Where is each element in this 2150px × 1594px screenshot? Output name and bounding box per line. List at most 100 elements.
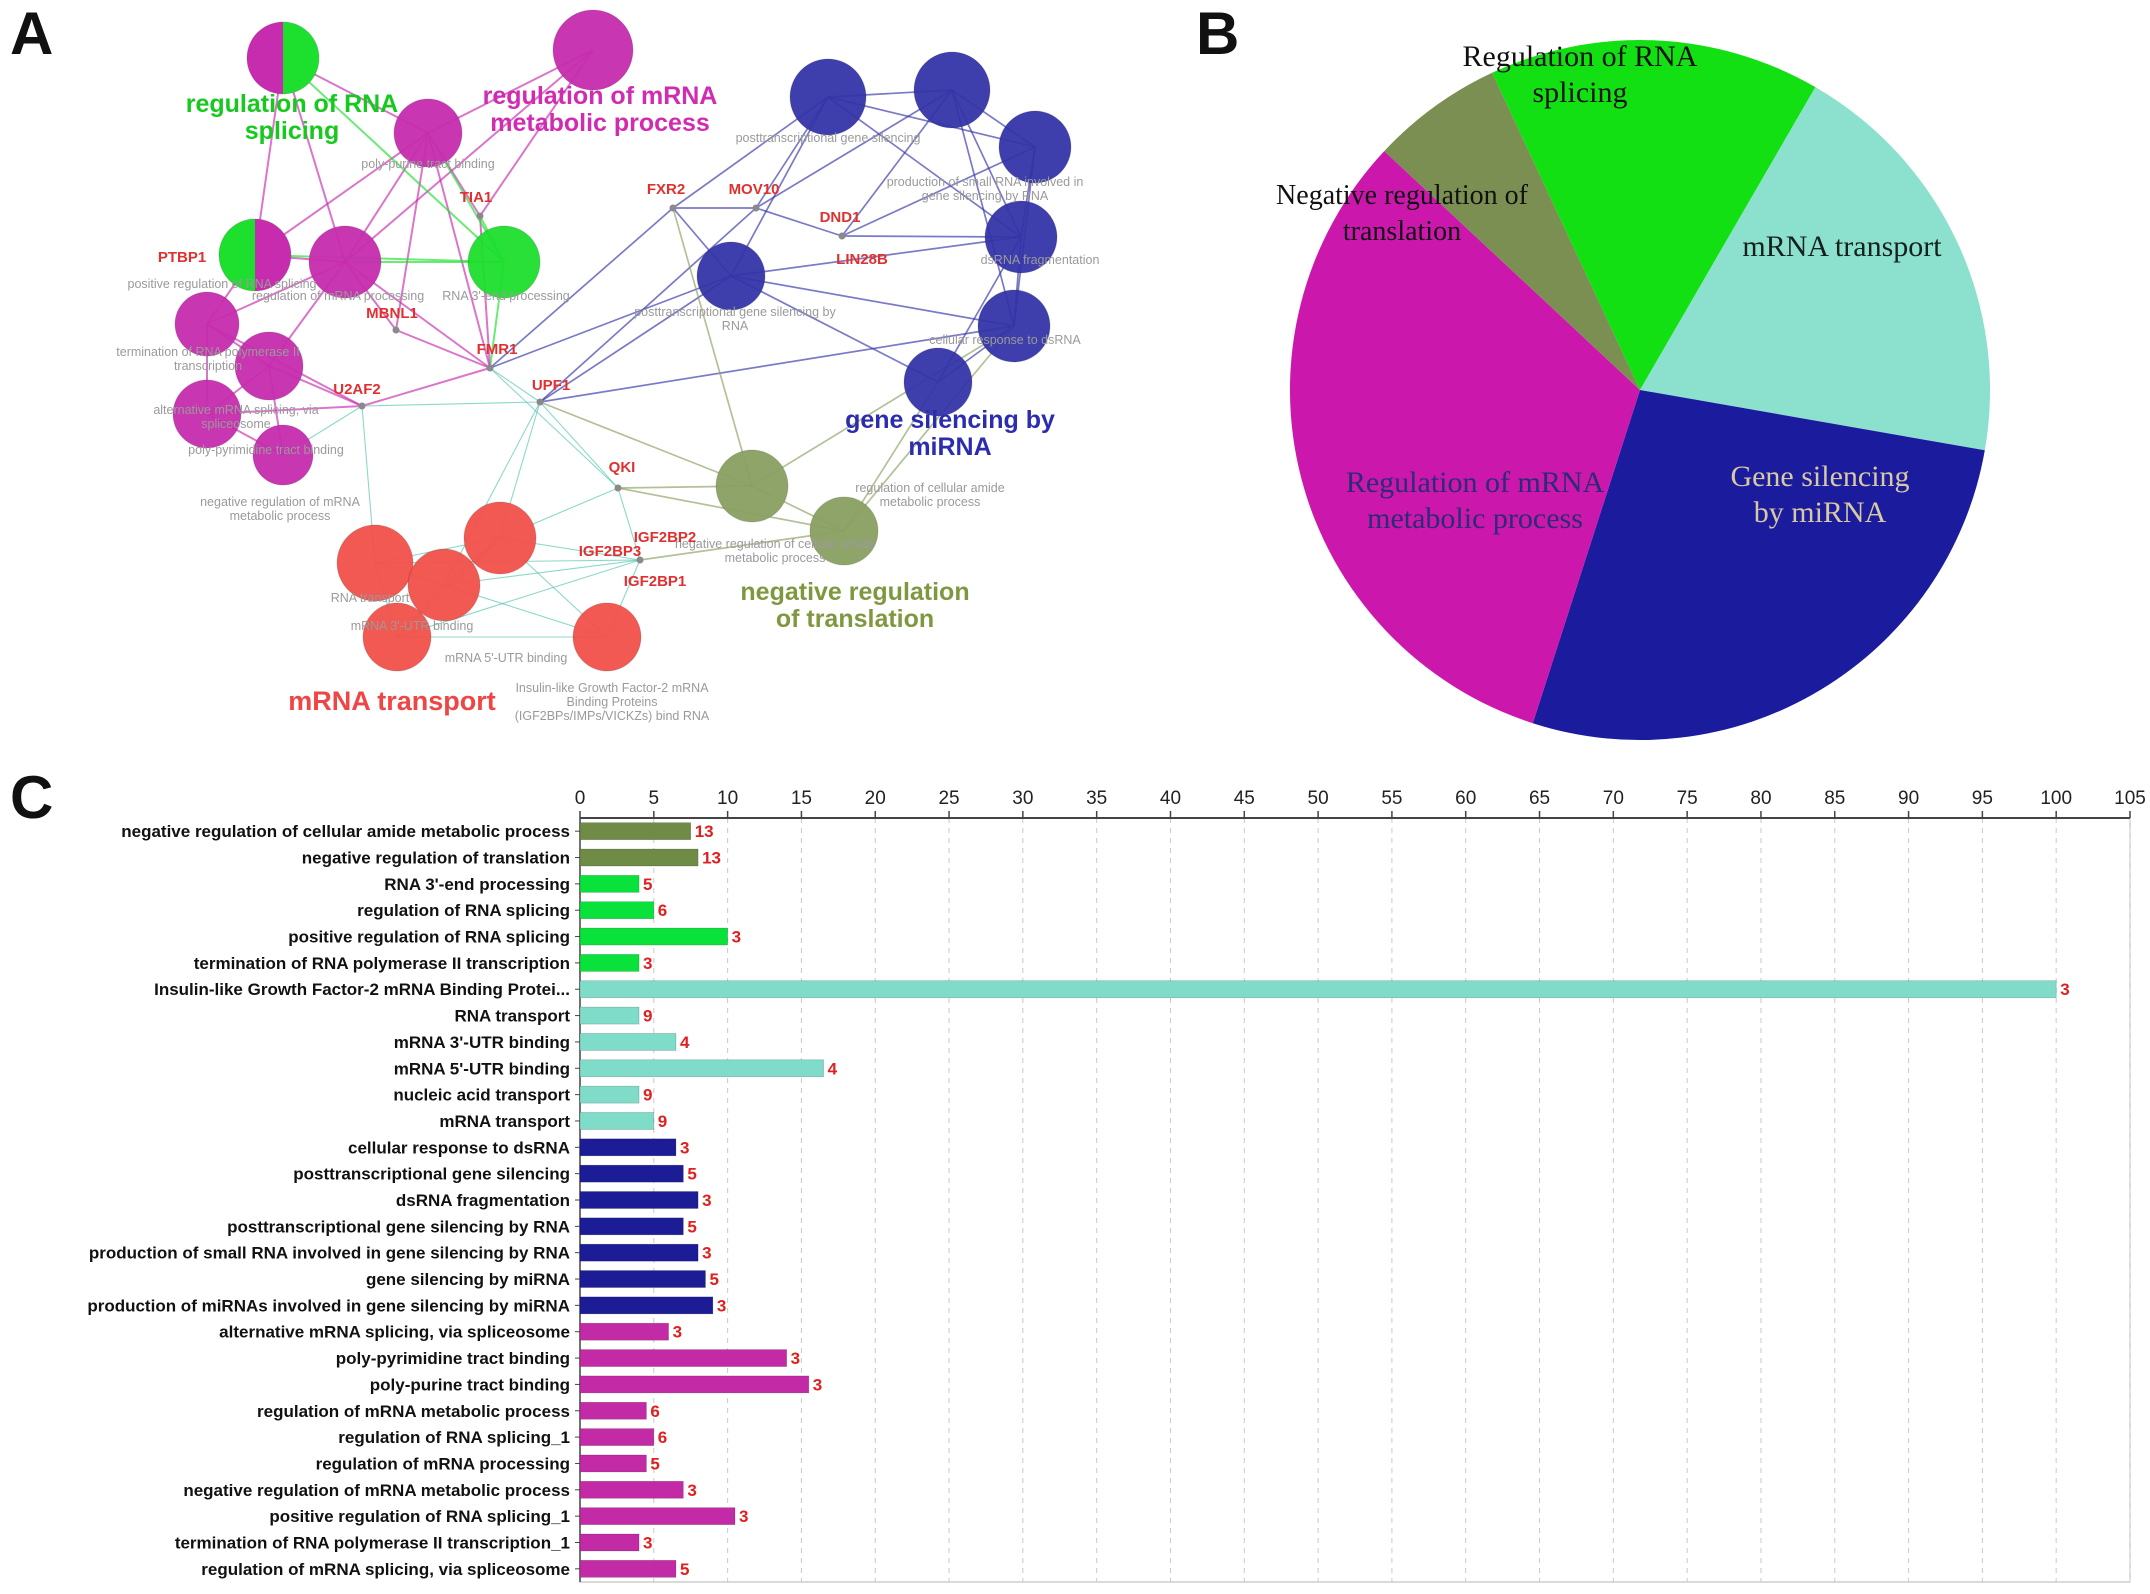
bar-count-label: 3 — [702, 1191, 711, 1210]
network-term-label: transcription — [174, 359, 242, 373]
bar-count-label: 3 — [687, 1481, 696, 1500]
bar-category-label: poly-purine tract binding — [370, 1375, 570, 1394]
network-node — [913, 51, 991, 129]
network-term-label: positive regulation of RNA splicing — [128, 277, 317, 291]
network-edge — [489, 367, 619, 489]
bar-count-label: 5 — [687, 1217, 696, 1236]
x-tick-label: 45 — [1234, 788, 1255, 809]
x-tick-label: 35 — [1086, 788, 1107, 809]
network-edge — [951, 89, 1015, 327]
bar-category-label: poly-pyrimidine tract binding — [336, 1349, 570, 1368]
bar-category-label: negative regulation of cellular amide me… — [121, 822, 570, 841]
x-tick-label: 95 — [1972, 788, 1993, 809]
x-tick-label: 25 — [938, 788, 959, 809]
bar-category-label: regulation of mRNA metabolic process — [257, 1402, 570, 1421]
network-term-label: metabolic process — [725, 551, 826, 565]
network-term-label: cellular response to dsRNA — [929, 333, 1081, 347]
network-edge — [282, 57, 505, 263]
network-gene-dot — [358, 402, 366, 410]
network-term-label: spliceosome — [201, 417, 271, 431]
pie-label: Gene silencing — [1730, 460, 1909, 493]
network-term-label: regulation of mRNA processing — [252, 289, 424, 303]
network-term-label: poly-purine tract binding — [361, 157, 494, 171]
network-node-half — [283, 22, 319, 94]
x-tick-label: 75 — [1677, 788, 1698, 809]
bar — [579, 848, 699, 867]
bar-category-label: termination of RNA polymerase II transcr… — [194, 954, 570, 973]
bar-category-label: mRNA 3'-UTR binding — [394, 1033, 570, 1052]
network-gene-dot — [636, 556, 644, 564]
network-edge — [751, 325, 1015, 487]
network-term-label: mRNA 3'-UTR binding — [351, 619, 474, 633]
network-edge — [730, 236, 1022, 277]
network-edge — [344, 49, 594, 263]
bar-category-label: positive regulation of RNA splicing — [288, 928, 570, 947]
network-cluster-label: splicing — [245, 117, 339, 145]
bar-category-label: regulation of mRNA splicing, via spliceo… — [201, 1560, 570, 1579]
network-term-label: Insulin-like Growth Factor-2 mRNA — [515, 681, 709, 695]
network-term-label: alternative mRNA splicing, via — [153, 403, 318, 417]
network-gene-label: IGF2BP2 — [634, 529, 697, 546]
network-gene-dot — [392, 326, 400, 334]
network-term-label: metabolic process — [230, 509, 331, 523]
bar — [579, 1480, 684, 1499]
pie-label: splicing — [1533, 76, 1628, 109]
bar-count-label: 5 — [680, 1560, 689, 1579]
network-node — [172, 379, 242, 449]
bar — [579, 1085, 640, 1104]
network-node — [393, 98, 463, 168]
network-node — [552, 9, 634, 91]
bar — [579, 1560, 677, 1578]
network-node — [977, 289, 1051, 363]
bar-category-label: cellular response to dsRNA — [348, 1138, 570, 1157]
network-gene-dot — [536, 398, 544, 406]
bar — [579, 1164, 684, 1183]
bar-category-label: production of small RNA involved in gene… — [89, 1244, 570, 1263]
network-edge — [843, 325, 1015, 532]
pie-slice-gene-silencing-by-mirna — [1532, 390, 1985, 741]
bar-count-label: 6 — [658, 1428, 667, 1447]
bar-count-label: 3 — [643, 1533, 652, 1552]
bar-count-label: 6 — [650, 1402, 659, 1421]
network-gene-label: QKI — [609, 459, 636, 476]
bar — [579, 1217, 684, 1236]
bar-count-label: 5 — [709, 1270, 718, 1289]
pie-label: translation — [1343, 216, 1461, 247]
network-edge — [489, 275, 732, 369]
bar — [579, 1059, 824, 1078]
network-gene-dot — [614, 484, 622, 492]
network-node — [463, 501, 537, 575]
network-term-label: posttranscriptional gene silencing — [736, 131, 921, 145]
bar-category-label: mRNA 5'-UTR binding — [394, 1059, 570, 1078]
bar — [579, 1322, 669, 1341]
network-term-label: posttranscriptional gene silencing by — [634, 305, 836, 319]
network-node — [336, 524, 414, 602]
bar-category-label: dsRNA fragmentation — [396, 1191, 570, 1210]
network-cluster-label: of translation — [776, 605, 934, 633]
x-tick-label: 65 — [1529, 788, 1550, 809]
network-term-label: negative regulation of mRNA — [200, 495, 360, 509]
network-edge — [396, 559, 641, 638]
x-tick-label: 55 — [1381, 788, 1402, 809]
bar-category-label: negative regulation of mRNA metabolic pr… — [183, 1481, 570, 1500]
network-gene-label: TIA1 — [460, 189, 493, 206]
network-term-label: metabolic process — [880, 495, 981, 509]
network-gene-dot — [838, 232, 846, 240]
bar — [579, 1533, 640, 1552]
bar — [579, 1296, 714, 1315]
bar-count-label: 3 — [813, 1375, 822, 1394]
x-tick-label: 15 — [791, 788, 812, 809]
bar — [579, 1428, 655, 1446]
network-edge — [539, 207, 757, 403]
bar — [579, 1033, 677, 1051]
network-node-half — [255, 219, 291, 291]
bar — [579, 1138, 677, 1157]
panel-a-label: A — [10, 0, 54, 67]
bar — [579, 1349, 787, 1367]
x-tick-label: 100 — [2040, 788, 2072, 809]
bar-category-label: mRNA transport — [439, 1112, 570, 1131]
bar — [579, 1006, 640, 1025]
network-gene-label: PTBP1 — [158, 249, 206, 266]
